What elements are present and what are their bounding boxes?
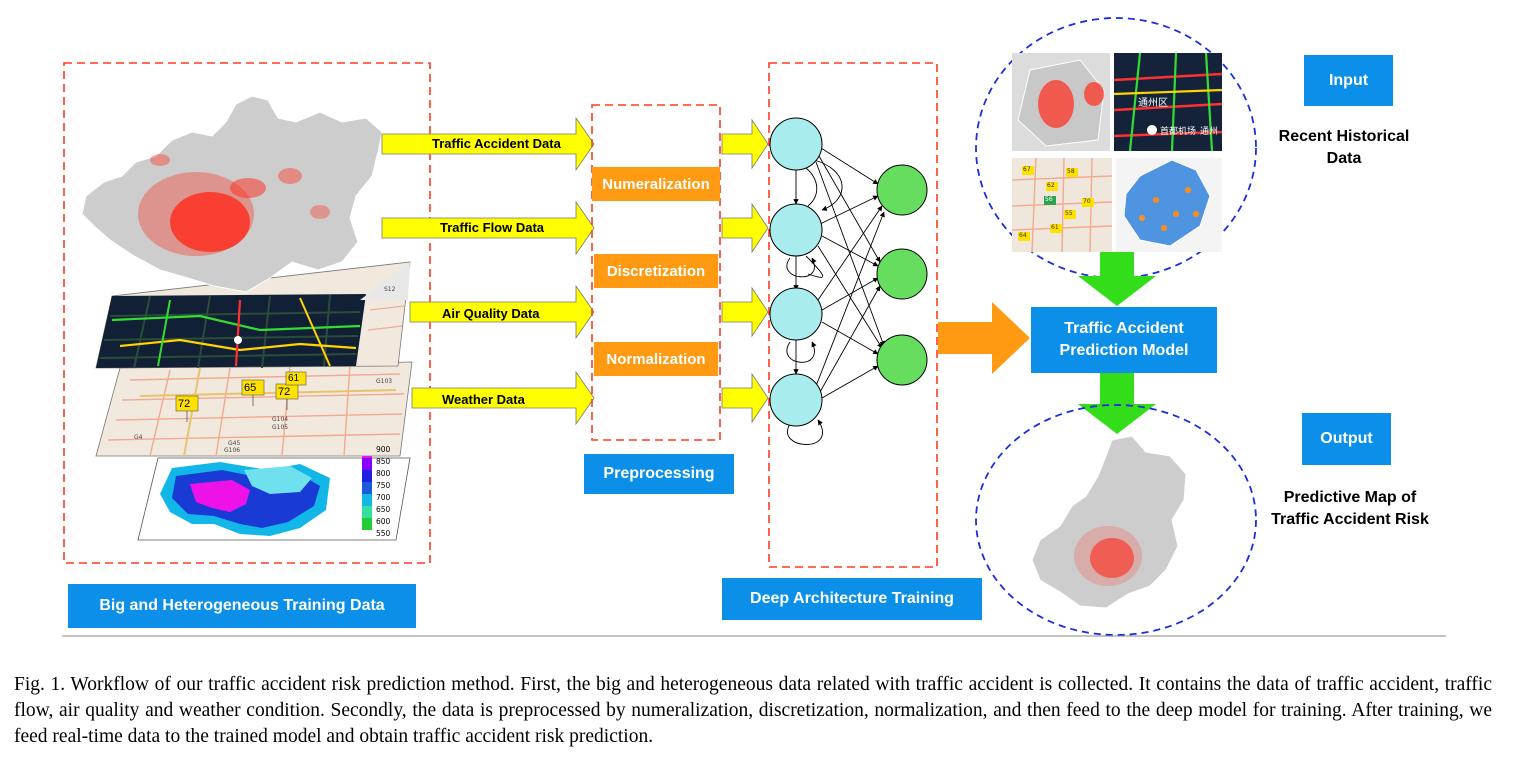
arrow-model-to-output — [1078, 372, 1156, 434]
output-risk-map — [1031, 435, 1187, 609]
legend-label: 900 — [376, 445, 391, 454]
legend-label: 700 — [376, 493, 391, 502]
aqi-value-4: 61 — [288, 373, 300, 384]
label-weather-data: Weather Data — [442, 392, 525, 407]
district-label: 通州 — [1200, 127, 1219, 137]
thumb-traffic-flow — [1113, 52, 1223, 152]
arrow-air-quality — [409, 284, 595, 340]
traffic-flow-map-layer — [95, 261, 411, 369]
weather-map-layer — [137, 446, 411, 541]
input-aqi-value: 61 — [1051, 224, 1059, 231]
label-input: Input — [1304, 55, 1393, 106]
note-line: Recent Historical — [1278, 128, 1410, 145]
arrow-weather — [411, 370, 595, 426]
aqi-value-2: 65 — [244, 382, 257, 394]
output-dashed-circle — [975, 404, 1257, 636]
beijing-map-outline — [81, 95, 383, 293]
accident-map-layer — [81, 95, 383, 293]
road-label: S12 — [384, 286, 396, 293]
label-output: Output — [1302, 413, 1391, 465]
legend-label: 750 — [376, 481, 391, 490]
road-label: G104 — [272, 416, 289, 423]
input-aqi-value: 58 — [1067, 168, 1075, 175]
input-aqi-value: 64 — [1019, 232, 1027, 239]
aqi-value-1: 72 — [178, 398, 191, 410]
thumb-accident-map — [1012, 53, 1110, 151]
aqi-marker-1 — [175, 395, 199, 422]
prep-to-net-arrows — [721, 118, 769, 424]
arrow-traffic-accident — [381, 116, 595, 172]
legend-label: 650 — [376, 505, 391, 514]
input-dashed-circle — [975, 17, 1257, 279]
road-label: G4 — [134, 434, 143, 441]
label-preprocessing: Preprocessing — [584, 454, 734, 494]
note-line: Traffic Accident Risk — [1271, 511, 1429, 528]
step-numeralization: Numeralization — [592, 167, 720, 201]
note-line: Predictive Map of — [1283, 489, 1417, 506]
neuron-input-3 — [769, 287, 823, 341]
network-input-layer — [769, 117, 823, 427]
road-label: G105 — [272, 424, 289, 431]
aqi-marker-4 — [285, 371, 307, 386]
legend-label: 800 — [376, 469, 391, 478]
network-edges — [786, 147, 885, 445]
input-thumbnails — [1011, 52, 1223, 253]
thumb-weather — [1116, 158, 1222, 252]
label-prediction-model: Traffic Accident Prediction Model — [1031, 307, 1217, 373]
network-hidden-layer — [876, 164, 928, 386]
air-quality-map-layer — [95, 361, 413, 457]
step-normalization: Normalization — [594, 342, 718, 376]
label-training-data: Big and Heterogeneous Training Data — [68, 584, 416, 628]
arrow-to-model — [938, 302, 1030, 374]
legend-label: 550 — [376, 529, 391, 538]
neuron-input-4 — [769, 373, 823, 427]
input-aqi-value: 62 — [1047, 182, 1055, 189]
aqi-value-3: 72 — [278, 386, 291, 398]
neuron-input-1 — [769, 117, 823, 171]
label-deep-training: Deep Architecture Training — [722, 578, 982, 620]
input-aqi-value: 56 — [1045, 196, 1053, 203]
district-label: 首都机场 — [1160, 127, 1197, 137]
step-discretization: Discretization — [594, 254, 718, 288]
neuron-hidden-3 — [876, 334, 928, 386]
road-label: G103 — [376, 378, 393, 385]
note-line: Data — [1326, 150, 1362, 167]
preprocessing-dashed-border — [591, 104, 721, 441]
label-air-quality-data: Air Quality Data — [442, 306, 540, 321]
arrow-traffic-flow — [381, 200, 595, 256]
arrow-input-to-model — [1078, 252, 1156, 306]
thumb-air-quality — [1011, 157, 1113, 253]
neuron-input-2 — [769, 203, 823, 257]
aqi-marker-2 — [241, 379, 265, 406]
label-traffic-flow-data: Traffic Flow Data — [440, 220, 545, 235]
neuron-hidden-2 — [876, 248, 928, 300]
note-predictive-map: Predictive Map of Traffic Accident Risk — [1252, 487, 1448, 531]
district-label: 通州区 — [1138, 98, 1168, 109]
road-label: G45 — [228, 440, 241, 447]
figure-caption: Fig. 1. Workflow of our traffic accident… — [14, 674, 1492, 747]
input-aqi-value: 70 — [1083, 198, 1091, 205]
input-aqi-value: 67 — [1023, 166, 1031, 173]
input-aqi-value: 55 — [1065, 210, 1073, 217]
note-recent-historical-data: Recent Historical Data — [1256, 126, 1432, 170]
training-data-panel — [63, 62, 431, 564]
weather-legend-labels: 900 850 800 750 700 650 600 550 — [376, 444, 390, 540]
label-traffic-accident-data: Traffic Accident Data — [432, 136, 561, 151]
road-label: G106 — [224, 447, 241, 454]
deep-training-dashed-border — [768, 62, 938, 568]
data-arrows — [381, 116, 595, 426]
legend-label: 850 — [376, 457, 391, 466]
neuron-hidden-1 — [876, 164, 928, 216]
legend-label: 600 — [376, 517, 391, 526]
